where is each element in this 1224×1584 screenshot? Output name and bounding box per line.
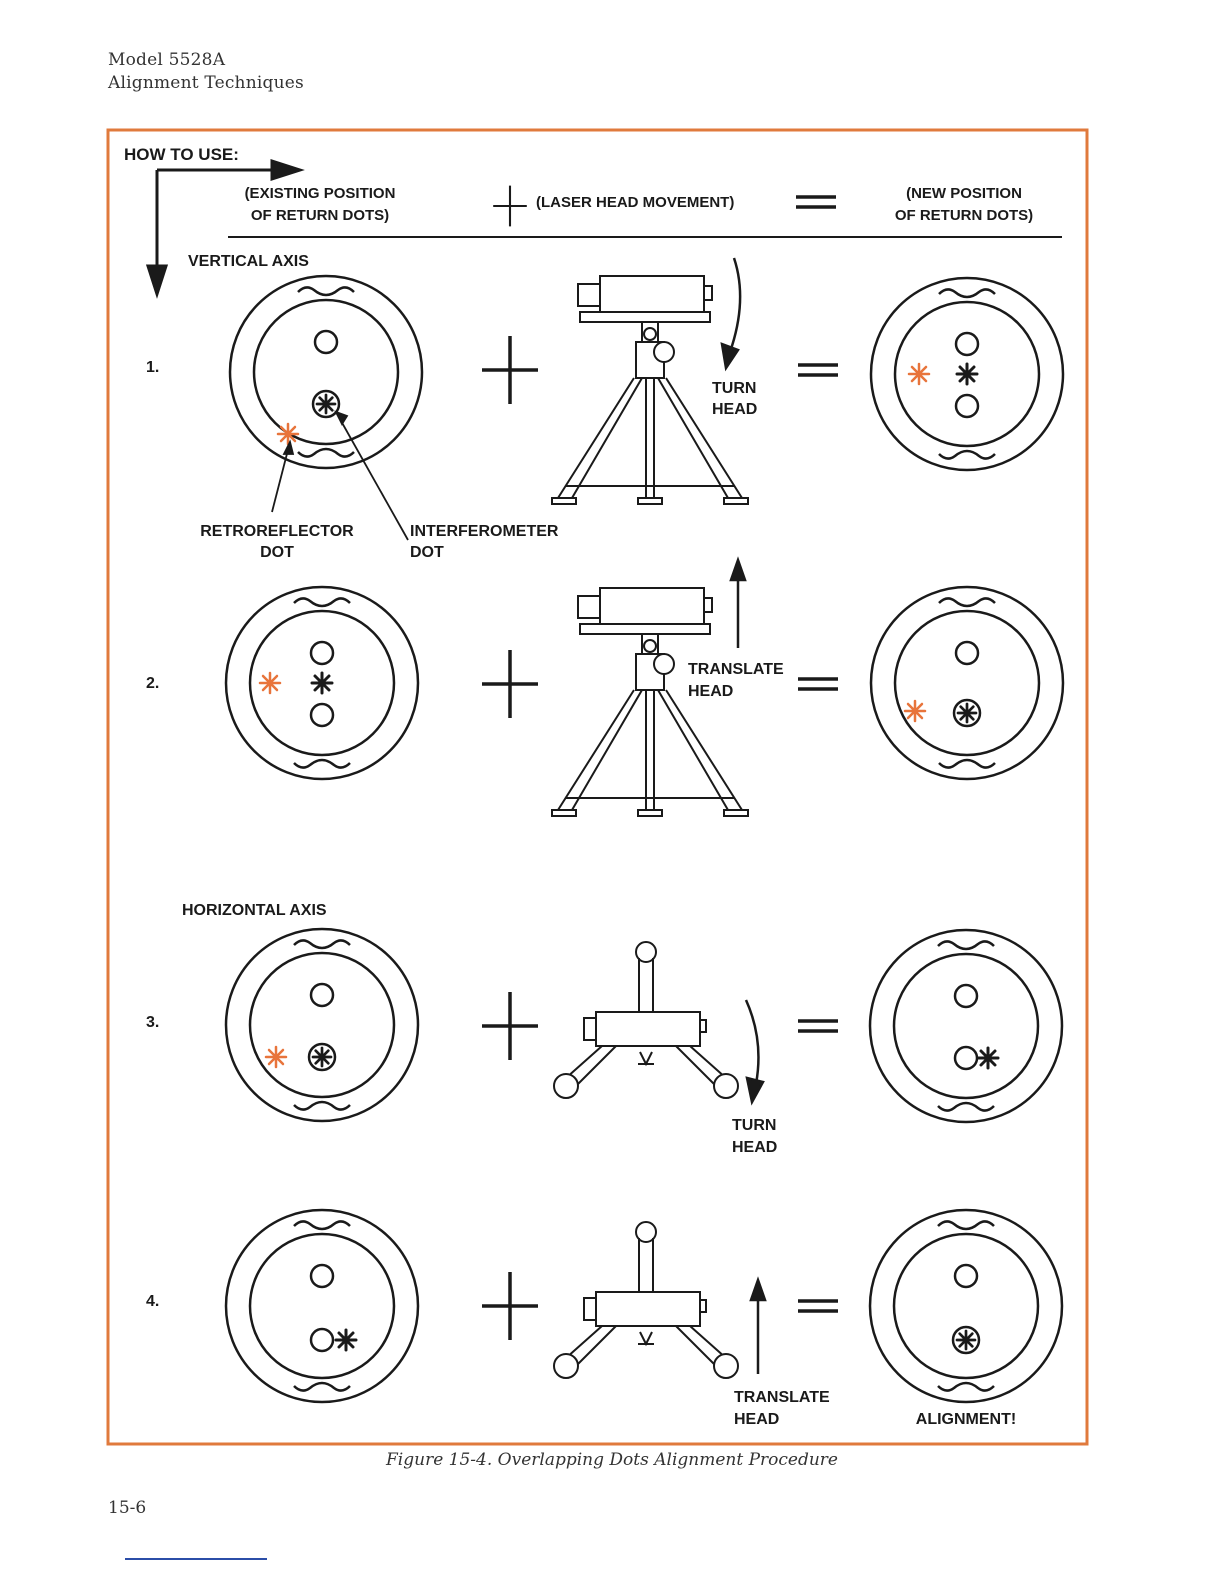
footer-rule [125, 1558, 267, 1560]
retroreflector-label-line2: DOT [260, 544, 294, 561]
step-4-new-target [868, 1208, 1064, 1404]
step-2-new-target [869, 585, 1065, 781]
col-new-line1: (NEW POSITION [906, 185, 1022, 202]
header-section: Alignment Techniques [108, 73, 304, 93]
header-model: Model 5528A [108, 50, 226, 70]
step-3-new-target [868, 928, 1064, 1124]
horizontal-axis-label: HORIZONTAL AXIS [182, 902, 327, 919]
step-3-action-line1: TURN [732, 1117, 776, 1134]
step-3-plus-sign [480, 990, 540, 1062]
figure-caption: Figure 15-4. Overlapping Dots Alignment … [386, 1450, 838, 1470]
step-2-existing-target [224, 585, 420, 781]
step-1-number: 1. [146, 359, 159, 376]
step-3-equals-sign [796, 1019, 840, 1033]
step-2-number: 2. [146, 675, 159, 692]
step-4-translate-arrow [749, 1276, 767, 1374]
how-to-use-arrows [145, 158, 305, 299]
step-2-plus-sign [480, 648, 540, 720]
step-2-tripod-illustration [551, 587, 749, 817]
step-2-action-line2: HEAD [688, 683, 733, 700]
step-2-equals-sign [796, 677, 840, 691]
step-3-turn-arrow [744, 999, 765, 1106]
step-4-action-line1: TRANSLATE [734, 1389, 830, 1406]
col-movement: (LASER HEAD MOVEMENT) [536, 194, 734, 211]
step-1-action-line2: HEAD [712, 401, 757, 418]
col-existing-line2: OF RETURN DOTS) [251, 207, 389, 224]
step-3-action-line2: HEAD [732, 1139, 777, 1156]
step-4-equals-sign [796, 1299, 840, 1313]
step-4-top-view-illustration [553, 1221, 739, 1379]
page-number: 15-6 [108, 1498, 147, 1518]
step-2-action-line1: TRANSLATE [688, 661, 784, 678]
step-1-plus-sign [480, 334, 540, 406]
header-equals-sign [794, 195, 838, 209]
step-1-action-line1: TURN [712, 380, 756, 397]
how-to-use-label: HOW TO USE: [124, 145, 239, 164]
interferometer-label-line1: INTERFEROMETER [410, 523, 559, 540]
step-1-equals-sign [796, 363, 840, 377]
figure-frame [106, 128, 1089, 1446]
step-1-new-target [869, 276, 1065, 472]
step-2-translate-arrow [729, 556, 747, 648]
step-3-existing-target [224, 927, 420, 1123]
step-4-number: 4. [146, 1293, 159, 1310]
retroreflector-label-line1: RETROREFLECTOR [200, 523, 354, 540]
interferometer-label-line2: DOT [410, 544, 444, 561]
step-1-turn-arrow [720, 257, 742, 372]
step-3-top-view-illustration [553, 941, 739, 1099]
vertical-axis-label: VERTICAL AXIS [188, 253, 309, 270]
step-3-number: 3. [146, 1014, 159, 1031]
step-4-action-line2: HEAD [734, 1411, 779, 1428]
alignment-label: ALIGNMENT! [916, 1411, 1016, 1428]
header-plus-sign [492, 184, 528, 228]
step-1-leader-lines [271, 410, 409, 541]
col-existing-line1: (EXISTING POSITION [245, 185, 396, 202]
step-4-plus-sign [480, 1270, 540, 1342]
step-1-existing-target [228, 274, 424, 470]
col-new-line2: OF RETURN DOTS) [895, 207, 1033, 224]
step-4-existing-target [224, 1208, 420, 1404]
